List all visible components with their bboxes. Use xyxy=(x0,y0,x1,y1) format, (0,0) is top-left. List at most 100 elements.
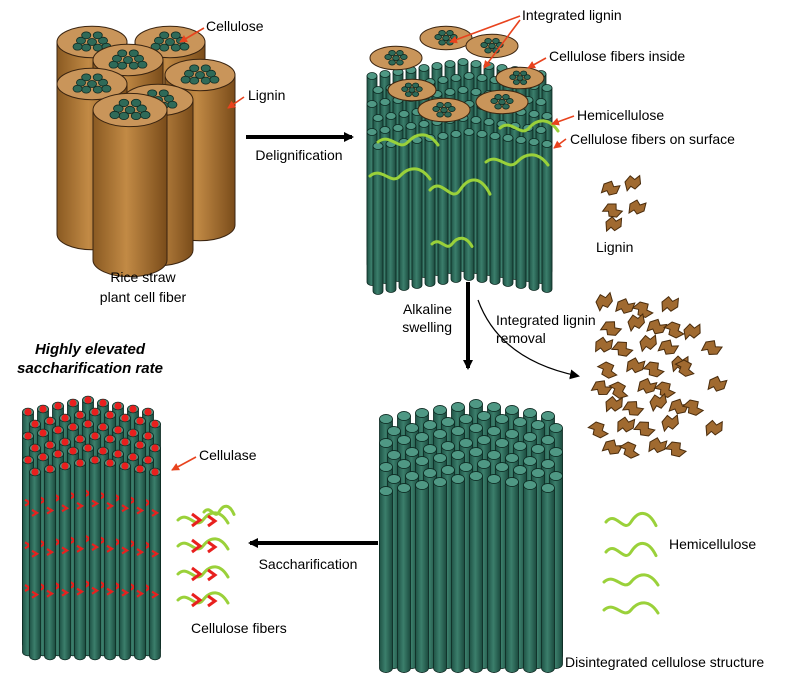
microfibril xyxy=(165,38,175,46)
inner-cellulose-fiber xyxy=(520,79,528,85)
fiber-top xyxy=(450,74,462,82)
microfibril xyxy=(92,73,103,82)
cellulase-enzyme xyxy=(31,420,39,428)
fiber-body xyxy=(505,481,519,673)
surface-fiber xyxy=(450,130,462,283)
fiber-top xyxy=(541,459,555,469)
cellulase-enzyme xyxy=(121,588,130,597)
saccharified-fiber xyxy=(89,455,101,661)
inner-cellulose-fiber xyxy=(520,70,528,77)
fiber-top xyxy=(441,417,455,427)
lignin-fragment xyxy=(681,399,705,416)
fiber-top xyxy=(531,444,545,454)
microfibril xyxy=(117,49,128,58)
fiber-top xyxy=(513,417,527,427)
cellulase-enzyme xyxy=(39,429,47,437)
saccharified-fiber xyxy=(104,458,116,661)
cellulase-enzyme xyxy=(129,429,137,437)
fiber-top xyxy=(437,132,449,140)
label-highly-elevated-1: Highly elevated xyxy=(35,341,146,358)
cellulase-enzyme xyxy=(151,508,160,517)
microfibril xyxy=(118,111,130,121)
microfibril xyxy=(81,85,92,94)
label-hemicellulose-top: Hemicellulose xyxy=(577,107,664,123)
microfibril xyxy=(140,110,151,120)
fiber-top xyxy=(505,453,519,463)
fiber-top xyxy=(423,444,437,454)
fiber-body xyxy=(74,462,86,661)
cellulase-enzyme xyxy=(31,444,39,452)
fiber-top xyxy=(405,423,419,433)
cellulase-enzyme xyxy=(151,444,159,452)
fiber-body xyxy=(487,478,501,673)
hemicellulose-strands xyxy=(602,511,660,615)
disintegrated-fiber xyxy=(451,474,465,673)
fiber-top xyxy=(469,423,483,433)
fiber-top xyxy=(441,465,455,475)
cellulase-enzyme xyxy=(84,444,92,452)
cellulase-enzyme xyxy=(76,501,85,510)
hemicellulose-strand xyxy=(484,153,550,167)
cellulase-enzyme xyxy=(31,549,40,558)
rice-straw-fiber-bundle xyxy=(56,25,236,278)
lignin-fragment xyxy=(637,377,658,394)
microfibril xyxy=(179,42,190,51)
saccharified-fiber xyxy=(134,464,146,661)
fiber-top xyxy=(372,86,384,94)
lignin-removal-arrow xyxy=(477,299,580,380)
fiber-top xyxy=(387,426,401,436)
fiber-top xyxy=(397,411,411,421)
removed-lignin-fragments xyxy=(600,174,647,233)
disintegrated-fiber xyxy=(469,471,483,673)
inner-cellulose-fiber xyxy=(490,98,498,104)
disintegrated-fiber xyxy=(379,486,393,673)
surface-fiber xyxy=(372,142,384,295)
inner-cellulose-fiber xyxy=(444,111,452,118)
fiber-top xyxy=(433,477,447,487)
microfibril xyxy=(189,76,200,85)
callout-cellulase xyxy=(171,456,197,471)
cellulase-enzyme xyxy=(136,506,145,515)
microfibril xyxy=(189,64,200,73)
fiber-top xyxy=(457,86,469,94)
fiber-top xyxy=(433,429,447,439)
cellulase-enzyme xyxy=(91,432,99,440)
fiber-body xyxy=(398,141,410,291)
fiber-top xyxy=(451,402,465,412)
saccharified-cellulose-bundle xyxy=(22,395,161,661)
lignin-fragment xyxy=(595,336,614,353)
lignin-fragment xyxy=(600,180,621,196)
cellulase-enzyme xyxy=(54,450,62,458)
lignin-fragment xyxy=(674,359,695,377)
cellulase-enzyme xyxy=(54,426,62,434)
fiber-top xyxy=(469,447,483,457)
cellulase-enzyme xyxy=(129,453,137,461)
lignin-fragment xyxy=(639,334,657,353)
lignin-fragment xyxy=(633,421,656,437)
fiber-top xyxy=(541,411,555,421)
cellulase-enzyme xyxy=(151,420,159,428)
cellulase-enzyme xyxy=(46,589,55,598)
fiber-top xyxy=(535,98,547,106)
inner-cellulose-fiber xyxy=(498,99,506,105)
fiber-top xyxy=(495,438,509,448)
fiber-top xyxy=(523,432,537,442)
label-hemicellulose-bottom: Hemicellulose xyxy=(669,536,756,552)
fiber-top xyxy=(423,420,437,430)
cellulose-fiber-strand xyxy=(202,504,236,516)
fiber-body xyxy=(450,133,462,283)
fiber-top xyxy=(379,414,393,424)
fiber-top xyxy=(372,114,384,122)
inner-cellulose-fiber xyxy=(401,86,409,92)
cellulase-enzyme xyxy=(121,504,130,513)
fiber-top xyxy=(531,468,545,478)
cellulase-enzyme xyxy=(46,548,55,557)
cellulase-enzyme xyxy=(99,399,107,407)
disintegrated-fiber xyxy=(541,483,555,673)
inner-cellulose-fiber xyxy=(388,59,396,66)
fiber-top xyxy=(541,112,553,120)
fiber-top xyxy=(387,474,401,484)
cellulase-enzyme xyxy=(136,465,144,473)
cellulase-enzyme xyxy=(106,587,115,596)
